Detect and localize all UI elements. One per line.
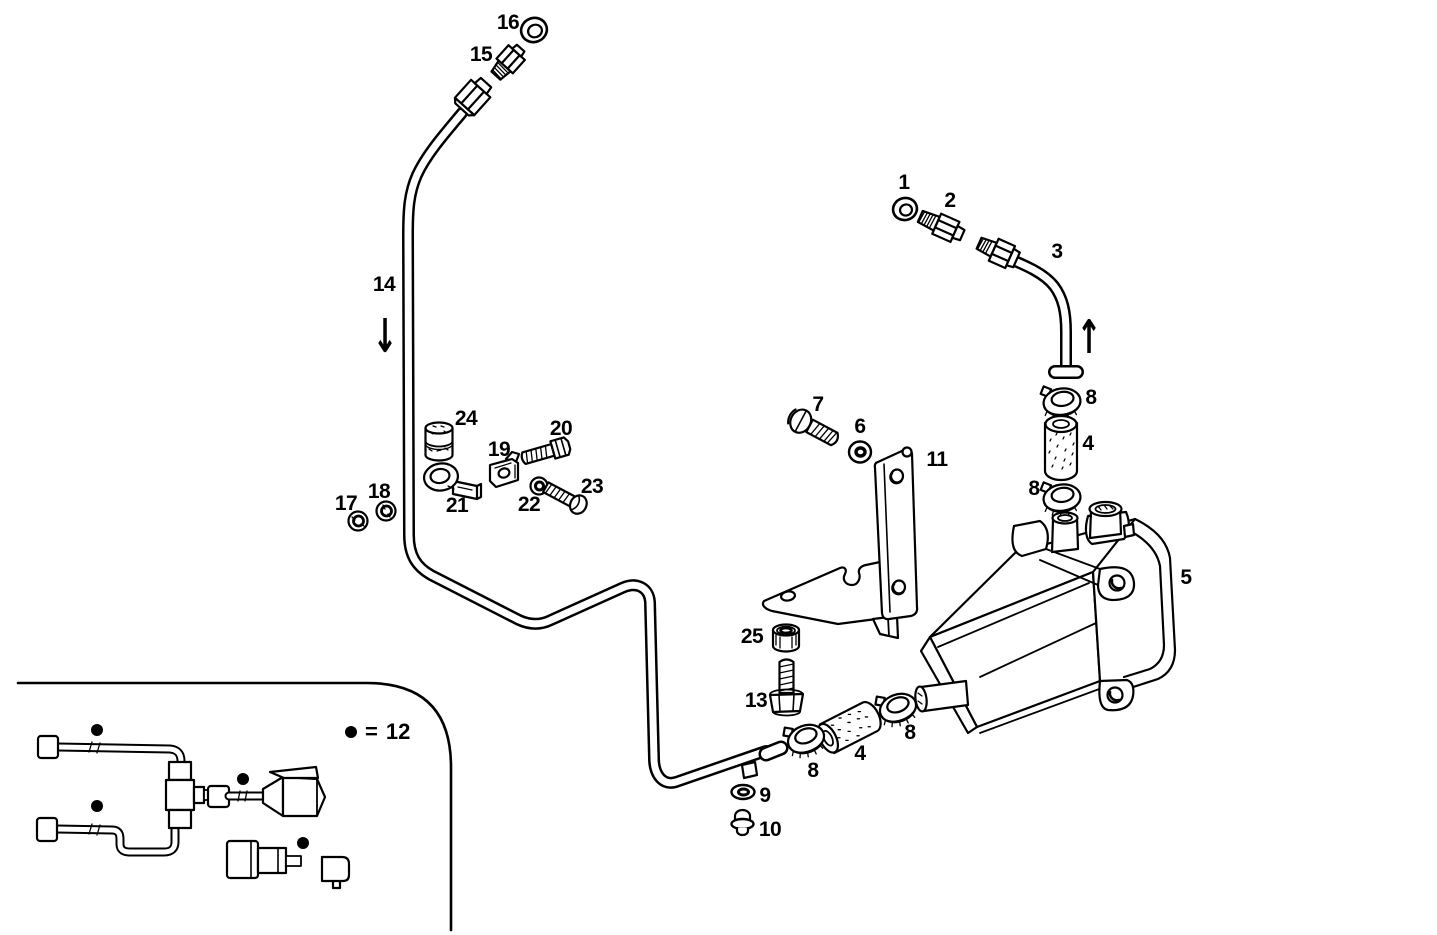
bracket-11	[761, 446, 919, 640]
spacer-25	[771, 623, 801, 653]
pipe-3	[975, 236, 1084, 379]
clip-nut-19	[488, 450, 521, 489]
tank-mount-lug-top	[1096, 566, 1136, 602]
part-12-marker-icon	[345, 726, 357, 738]
clamp-21	[422, 462, 483, 501]
reservoir-tank-5	[914, 500, 1177, 735]
clamp-8-mid	[1038, 476, 1084, 520]
inset-detail-box	[16, 681, 453, 932]
sleeve-24	[424, 421, 454, 462]
nut-18	[375, 500, 397, 522]
plug-10	[730, 808, 755, 837]
inset-legend: = 12	[345, 719, 410, 745]
washer-1	[891, 196, 919, 222]
inset-nozzle-assembly	[206, 765, 327, 818]
bolt-7	[787, 408, 839, 447]
fitting-15	[490, 43, 526, 81]
bolt-23	[542, 481, 588, 515]
tank-outlet-port	[1050, 511, 1080, 554]
inset-tee-junction	[164, 760, 211, 830]
tank-filler-cap	[1084, 500, 1136, 546]
pipe-14-union-nut	[453, 76, 493, 117]
fitting-2	[916, 209, 966, 244]
nut-17	[347, 510, 369, 532]
washer-9	[730, 783, 756, 801]
inset-hose-top	[36, 734, 186, 771]
washer-16	[519, 16, 549, 44]
bolt-20	[520, 436, 572, 466]
bolt-13	[768, 658, 805, 717]
washer-pipe-14	[402, 107, 789, 789]
inset-connector-assembly	[225, 839, 351, 890]
legend-part-number: 12	[385, 719, 411, 744]
legend-equals: =	[365, 719, 378, 744]
hose-4-right	[1043, 414, 1079, 482]
washer-6	[847, 440, 873, 464]
tank-mount-lug-bottom	[1098, 678, 1135, 712]
tank-inlet-stub	[914, 679, 970, 713]
hose-4-bottom	[812, 697, 887, 758]
pipe-drain-nipple	[740, 760, 759, 780]
inset-hose-bottom	[35, 816, 180, 857]
